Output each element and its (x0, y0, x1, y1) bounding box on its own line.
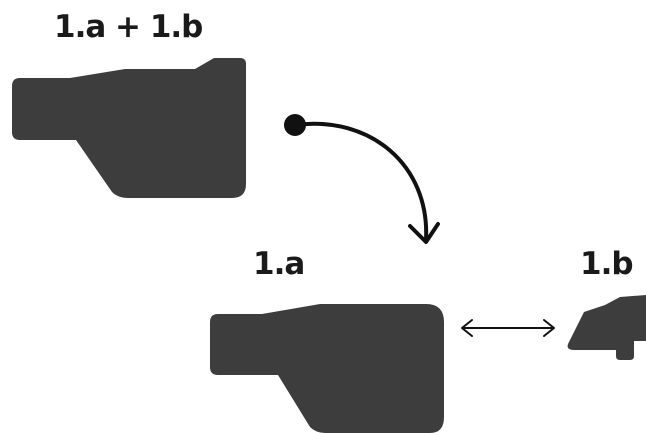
split-curved-arrow-icon (293, 121, 429, 242)
split-arrowhead-icon (408, 222, 440, 244)
relation-arrowhead-left-icon (461, 319, 473, 337)
label-part-b: 1.b (580, 246, 634, 282)
part-a-shape (210, 304, 444, 433)
label-combined: 1.a + 1.b (54, 9, 203, 45)
combined-shape (12, 58, 246, 198)
label-part-a: 1.a (253, 246, 305, 282)
part-b-shape (567, 295, 646, 360)
relation-arrowhead-right-icon (543, 319, 555, 337)
